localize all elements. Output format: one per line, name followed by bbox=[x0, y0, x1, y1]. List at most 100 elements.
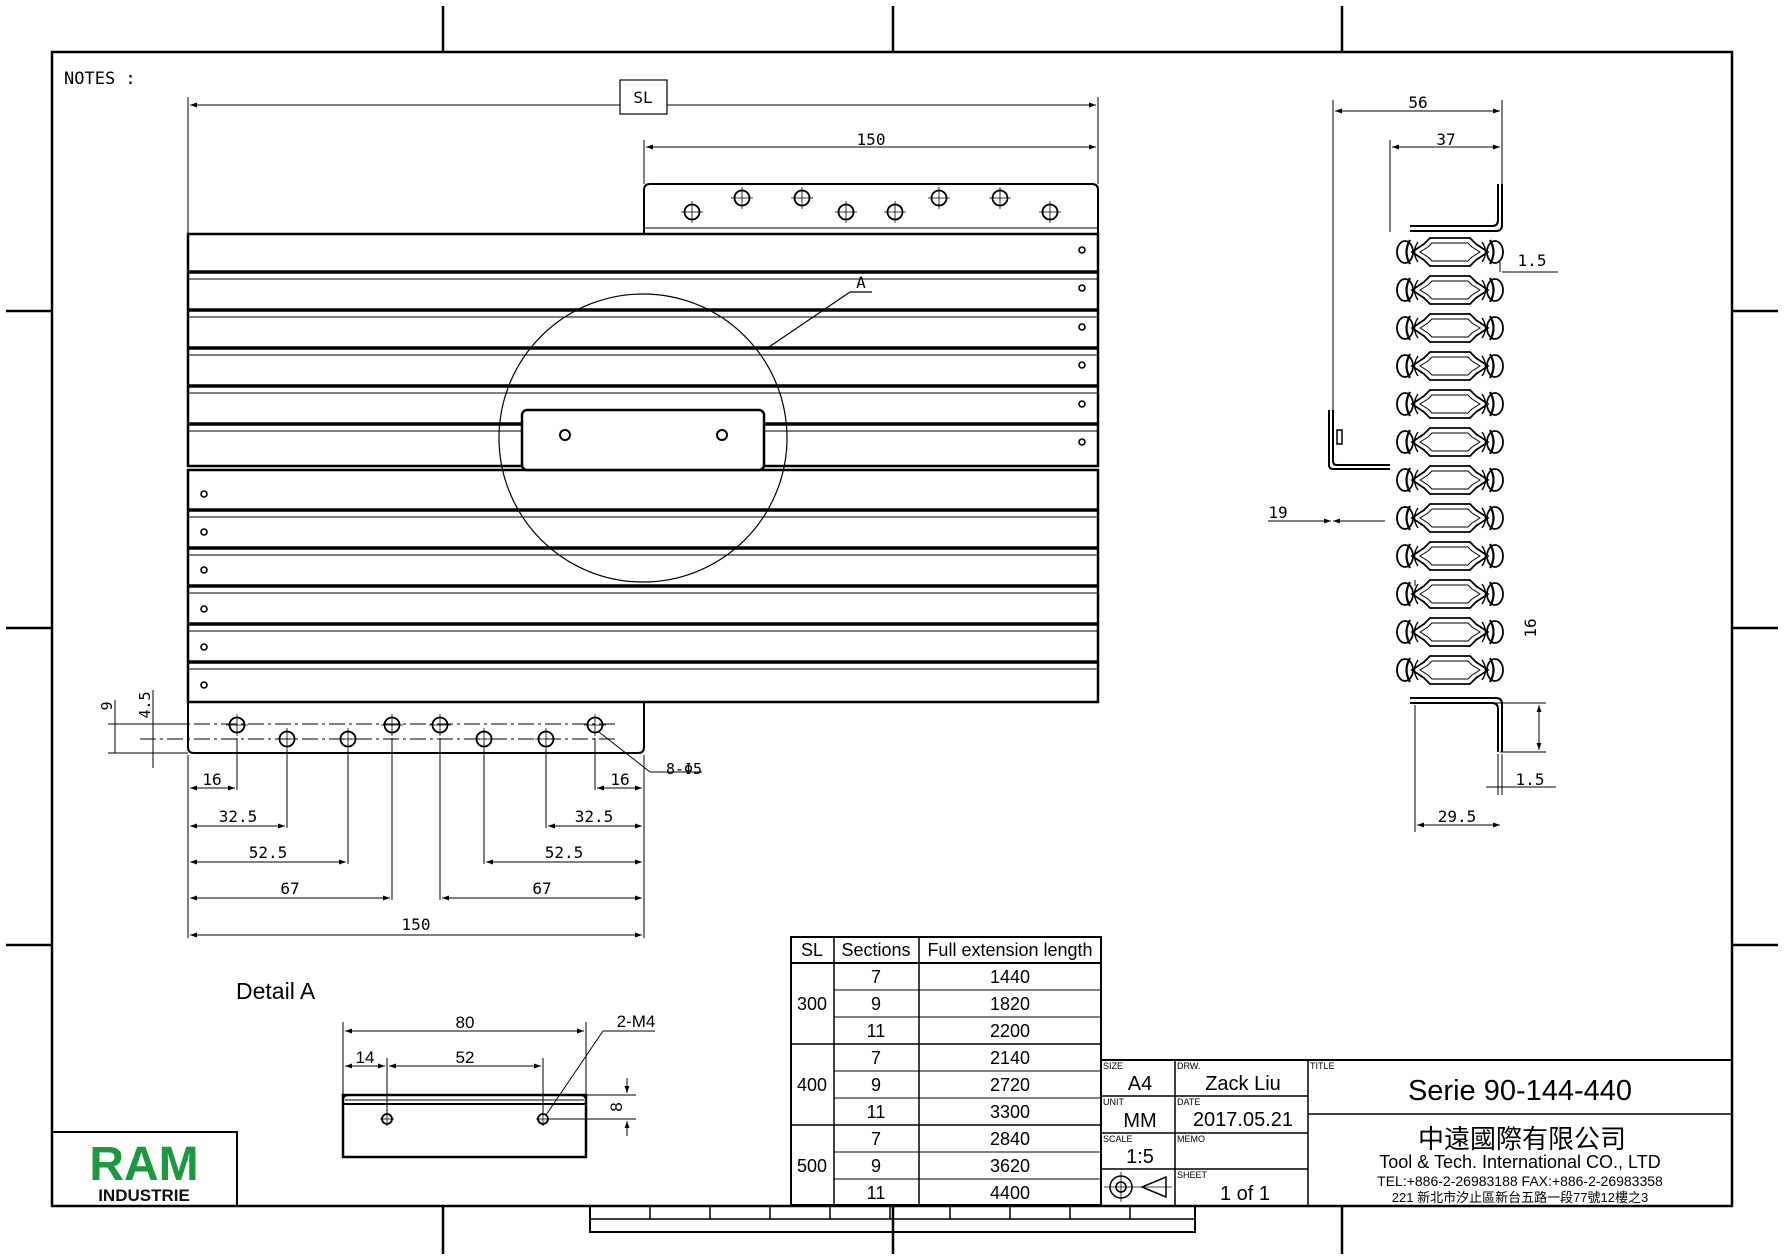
profile-link bbox=[1410, 617, 1490, 647]
dim-bottom-150: 150 bbox=[402, 915, 431, 934]
profile-hinge bbox=[1396, 240, 1414, 264]
table-sections-cell: 7 bbox=[871, 1048, 881, 1068]
plan-view: A bbox=[140, 183, 1100, 754]
dim-right-16: 16 bbox=[610, 770, 629, 789]
side-profile-view bbox=[1328, 184, 1504, 752]
dim-29-5: 29.5 bbox=[1438, 807, 1477, 826]
table-sections-cell: 11 bbox=[867, 1183, 886, 1203]
detail-a-circle bbox=[498, 293, 788, 583]
detail-dim-14: 14 bbox=[356, 1048, 375, 1067]
table-length-cell: 1820 bbox=[990, 994, 1030, 1014]
top-flange bbox=[643, 183, 1099, 233]
bottom-flange-holes bbox=[226, 714, 606, 750]
sheet-number: 1 of 1 bbox=[1220, 1183, 1270, 1205]
scale-value: 1:5 bbox=[1126, 1146, 1154, 1168]
ram-industrie-logo: RAM INDUSTRIE bbox=[51, 1131, 238, 1207]
table-header-sl: SL bbox=[801, 940, 823, 960]
projection-symbol-icon bbox=[1104, 1172, 1172, 1202]
table-sections-cell: 11 bbox=[867, 1021, 886, 1041]
logo-ram: RAM bbox=[89, 1138, 198, 1191]
slat-rivet bbox=[200, 643, 208, 651]
profile-hinge bbox=[1486, 392, 1504, 416]
profile-hinge bbox=[1486, 316, 1504, 340]
table-sl-500: 500 bbox=[797, 1156, 827, 1176]
table-length-cell: 2840 bbox=[990, 1129, 1030, 1149]
label-sheet: SHEET bbox=[1177, 1170, 1208, 1180]
table-length-cell: 3620 bbox=[990, 1156, 1030, 1176]
profile-hinge bbox=[1396, 658, 1414, 682]
detail-a: Detail A 80 14 52 8 2-M4 bbox=[236, 978, 656, 1159]
profile-hinge bbox=[1486, 468, 1504, 492]
drawing-title: Serie 90-144-440 bbox=[1408, 1075, 1632, 1107]
detail-dim-80: 80 bbox=[456, 1013, 475, 1032]
profile-hinge bbox=[1396, 430, 1414, 454]
table-length-cell: 2140 bbox=[990, 1048, 1030, 1068]
label-unit: UNIT bbox=[1103, 1097, 1124, 1107]
bottom-flange bbox=[187, 702, 645, 754]
profile-link bbox=[1410, 427, 1490, 457]
slat-rivet bbox=[200, 605, 208, 613]
table-length-cell: 3300 bbox=[990, 1102, 1030, 1122]
profile-hinge bbox=[1396, 506, 1414, 530]
slat-rivet bbox=[1078, 284, 1086, 292]
dim-4-5: 4.5 bbox=[136, 691, 154, 718]
table-length-cell: 4400 bbox=[990, 1183, 1030, 1203]
dim-right-52-5: 52.5 bbox=[545, 843, 584, 862]
slat-rivet bbox=[1078, 361, 1086, 369]
slat-rivet bbox=[200, 566, 208, 574]
dim-left-52-5: 52.5 bbox=[249, 843, 288, 862]
profile-hinge bbox=[1486, 544, 1504, 568]
detail-thread-2-m4: 2-M4 bbox=[617, 1012, 656, 1031]
label-memo: MEMO bbox=[1177, 1134, 1205, 1144]
profile-hinge bbox=[1396, 354, 1414, 378]
dim-holes-8-d5: 8-Φ5 bbox=[666, 760, 702, 778]
dim-top-150: 150 bbox=[857, 130, 886, 149]
profile-hinge bbox=[1486, 506, 1504, 530]
centre-bracket bbox=[520, 408, 766, 472]
dim-1-5-top: 1.5 bbox=[1518, 251, 1547, 270]
dim-37: 37 bbox=[1436, 130, 1455, 149]
paper-size: A4 bbox=[1128, 1073, 1152, 1095]
table-length-cell: 1440 bbox=[990, 967, 1030, 987]
profile-link bbox=[1410, 655, 1490, 685]
profile-link bbox=[1410, 541, 1490, 571]
profile-link bbox=[1410, 389, 1490, 419]
profile-hinge bbox=[1396, 620, 1414, 644]
callout-a: A bbox=[856, 273, 866, 292]
dim-left-16: 16 bbox=[202, 770, 221, 789]
company-address: 221 新北市汐止區新台五路一段77號12樓之3 bbox=[1392, 1190, 1648, 1205]
slat-rivet bbox=[1078, 438, 1086, 446]
profile-hinge bbox=[1486, 354, 1504, 378]
title-block: SIZE UNIT SCALE DRW. DATE MEMO SHEET TIT… bbox=[1100, 1059, 1733, 1207]
profile-hinge bbox=[1486, 240, 1504, 264]
dim-right-32-5: 32.5 bbox=[575, 807, 614, 826]
notes-label: NOTES : bbox=[64, 69, 136, 89]
slat-rivet bbox=[200, 528, 208, 536]
profile-hinge bbox=[1486, 620, 1504, 644]
logo-industrie: INDUSTRIE bbox=[98, 1186, 190, 1205]
table-length-cell: 2200 bbox=[990, 1021, 1030, 1041]
drawing-date: 2017.05.21 bbox=[1193, 1109, 1293, 1131]
table-length-cell: 2720 bbox=[990, 1075, 1030, 1095]
dim-left-32-5: 32.5 bbox=[219, 807, 258, 826]
hole-dimensions bbox=[187, 731, 702, 938]
dim-19: 19 bbox=[1268, 503, 1287, 522]
table-sections-cell: 9 bbox=[871, 994, 881, 1014]
table-sections-cell: 9 bbox=[871, 1156, 881, 1176]
company-name-en: Tool & Tech. International CO., LTD bbox=[1379, 1152, 1660, 1172]
table-header-sections: Sections bbox=[841, 940, 910, 960]
dim-left-67: 67 bbox=[280, 879, 299, 898]
slat-rivet bbox=[200, 490, 208, 498]
profile-dimensions bbox=[1268, 100, 1558, 832]
profile-hinge bbox=[1396, 544, 1414, 568]
dim-right-67: 67 bbox=[532, 879, 551, 898]
table-sections-cell: 11 bbox=[867, 1102, 886, 1122]
label-size: SIZE bbox=[1103, 1061, 1123, 1071]
profile-hinge bbox=[1486, 658, 1504, 682]
slat-rivet bbox=[1078, 246, 1086, 254]
upper-sections bbox=[188, 246, 1098, 446]
dim-9: 9 bbox=[98, 701, 116, 710]
table-sl-400: 400 bbox=[797, 1075, 827, 1095]
